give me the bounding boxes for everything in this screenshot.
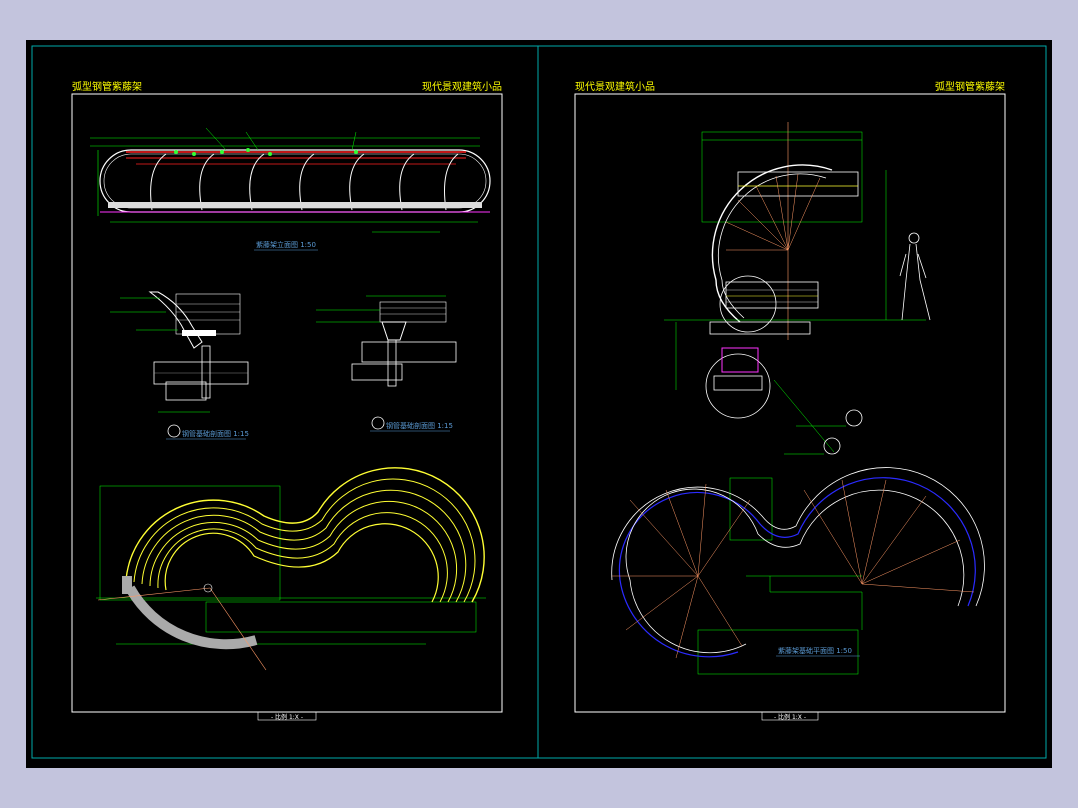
pergola-elevation [90, 127, 491, 233]
footing-section-b [316, 295, 457, 387]
left-header-left: 弧型钢管紫藤架 [72, 80, 142, 93]
elevation-caption: 紫藤架立面图 1:50 [256, 240, 316, 249]
left-title-block: - 比例 1:X - [271, 713, 303, 721]
right-header-right: 弧型钢管紫藤架 [935, 80, 1005, 93]
right-title-block: - 比例 1:X - [774, 713, 806, 721]
drawing-svg: 弧型钢管紫藤架 现代景观建筑小品 现代景观建筑小品 弧型钢管紫藤架 紫藤架立面图… [31, 45, 1047, 759]
left-sheet-border [71, 93, 503, 713]
outer-frame [31, 45, 1047, 759]
section-b-caption: 钢管基础剖面图 1:15 [386, 421, 453, 430]
foundation-plan [611, 467, 985, 675]
plan-caption: 紫藤架基础平面图 1:50 [778, 646, 852, 655]
pergola-plan [96, 467, 486, 671]
left-header-right: 现代景观建筑小品 [422, 80, 502, 93]
human-scale-figure [899, 232, 931, 321]
right-sheet-border [574, 93, 1006, 713]
cad-drawing-canvas[interactable]: 弧型钢管紫藤架 现代景观建筑小品 现代景观建筑小品 弧型钢管紫藤架 紫藤架立面图… [26, 40, 1052, 768]
section-a-caption: 钢管基础剖面图 1:15 [182, 429, 249, 438]
footing-section-a [110, 291, 249, 413]
pergola-side-section [664, 122, 926, 455]
right-header-left: 现代景观建筑小品 [575, 80, 655, 93]
